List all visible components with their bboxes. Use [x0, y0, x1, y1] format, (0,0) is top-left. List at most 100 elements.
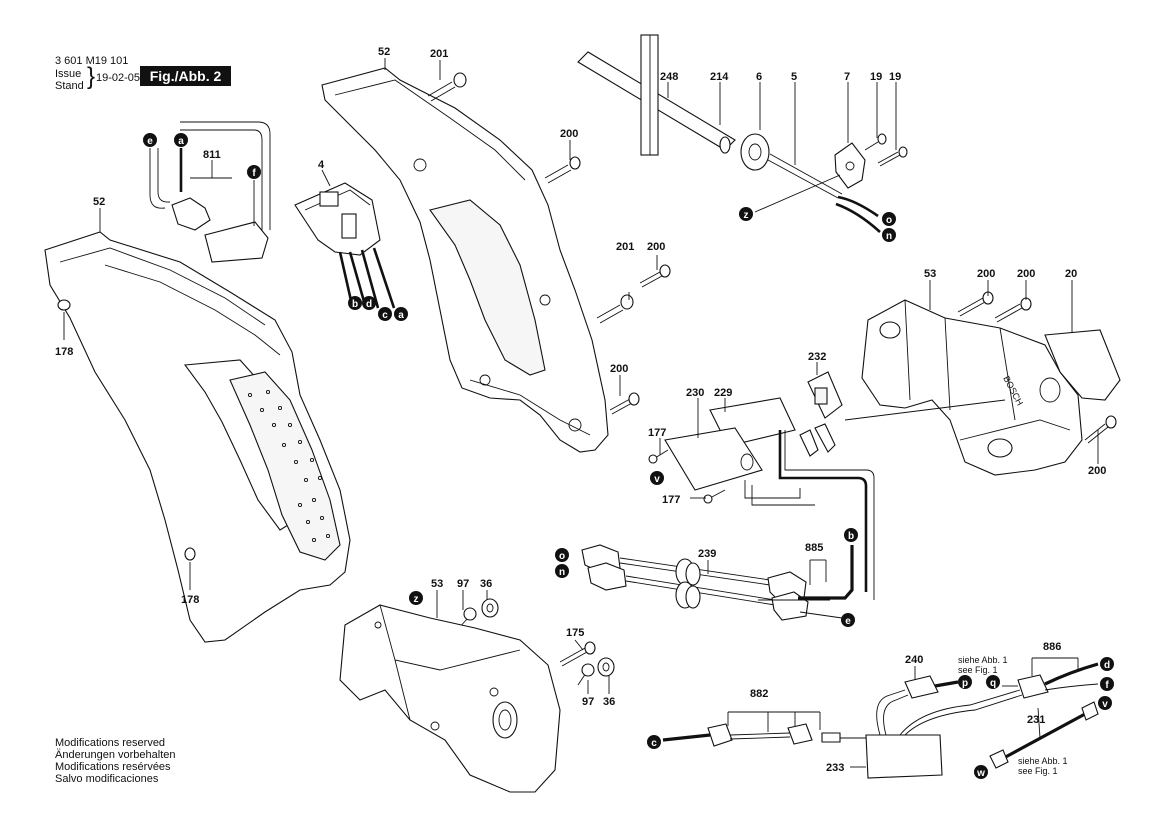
- svg-text:z: z: [414, 594, 419, 605]
- label-885: 885: [805, 542, 823, 554]
- svg-text:c: c: [382, 310, 388, 321]
- notice-line-es: Salvo modificaciones: [55, 773, 159, 785]
- marker-q-886: q: [986, 675, 1000, 689]
- screw-201-mid: [596, 294, 634, 324]
- label-5: 5: [791, 71, 797, 83]
- marker-e-harness: e: [841, 613, 855, 627]
- marker-f-switch: f: [247, 165, 261, 179]
- modifications-notice: Modifications reserved Änderungen vorbeh…: [55, 737, 175, 785]
- screw-19-a: [864, 133, 887, 151]
- svg-text:o: o: [886, 215, 892, 226]
- marker-c-882: c: [647, 735, 661, 749]
- motor-shell-lower-53: [339, 604, 561, 793]
- notice-line-fr: Modifications resérvées: [55, 761, 171, 773]
- cross-ref-1-en: see Fig. 1: [958, 665, 998, 675]
- svg-text:d: d: [366, 299, 372, 310]
- svg-text:q: q: [990, 678, 996, 689]
- label-201-top: 201: [430, 48, 448, 60]
- svg-text:a: a: [398, 310, 404, 321]
- screw-200-low: [609, 392, 640, 415]
- svg-text:n: n: [886, 231, 892, 242]
- svg-text:o: o: [559, 551, 565, 562]
- screw-19-b: [877, 146, 908, 167]
- marker-o-cord: o: [882, 212, 896, 226]
- label-229: 229: [714, 387, 732, 399]
- svg-text:z: z: [744, 210, 749, 221]
- marker-o-harness: o: [555, 548, 569, 562]
- screw-97-b: [577, 663, 595, 686]
- screw-200-top: [544, 156, 581, 184]
- label-240: 240: [905, 654, 923, 666]
- screw-200-motor-c: [1084, 415, 1117, 444]
- label-6: 6: [756, 71, 762, 83]
- svg-text:b: b: [848, 531, 854, 542]
- leader-lines: [63, 58, 1099, 768]
- cross-references: siehe Abb. 1 see Fig. 1 siehe Abb. 1 see…: [958, 655, 1068, 776]
- screw-201-top: [427, 72, 467, 102]
- issue-label: Issue: [55, 68, 82, 80]
- marker-d-886: d: [1100, 657, 1114, 671]
- svg-text:c: c: [651, 738, 657, 749]
- svg-text:b: b: [352, 299, 358, 310]
- motor-cover-20: [844, 329, 1121, 421]
- svg-text:n: n: [559, 567, 565, 578]
- label-4: 4: [318, 159, 325, 171]
- cord-5: [767, 153, 881, 233]
- cross-ref-2-de: siehe Abb. 1: [1018, 756, 1068, 766]
- nut-36-b: [597, 657, 615, 677]
- marker-v-231: v: [1098, 696, 1112, 710]
- label-233: 233: [826, 762, 844, 774]
- label-178-a: 178: [55, 346, 73, 358]
- label-97-b: 97: [582, 696, 594, 708]
- marker-a-module: a: [394, 307, 408, 321]
- marker-z-cord: z: [739, 207, 753, 221]
- marker-z-shell: z: [409, 591, 423, 605]
- label-53-top: 53: [924, 268, 936, 280]
- marker-v-brush: v: [650, 471, 664, 485]
- label-19-b: 19: [889, 71, 901, 83]
- cover-230: [664, 427, 763, 491]
- label-52-left: 52: [93, 196, 105, 208]
- label-52-top: 52: [378, 46, 390, 58]
- marker-p-240: p: [958, 675, 972, 689]
- label-36-a: 36: [480, 578, 492, 590]
- connector-240: [904, 675, 959, 699]
- switch-module-4: [294, 182, 396, 309]
- screw-175: [559, 641, 596, 667]
- suppressor-233: [840, 689, 1023, 779]
- svg-text:w: w: [976, 768, 985, 779]
- label-177-a: 177: [648, 427, 666, 439]
- document-number: 3 601 M19 101: [55, 55, 129, 67]
- cord-clamp-7: [834, 142, 866, 189]
- svg-text:f: f: [252, 168, 256, 179]
- cross-ref-2-en: see Fig. 1: [1018, 766, 1058, 776]
- screw-200-mid: [639, 264, 671, 288]
- label-232: 232: [808, 351, 826, 363]
- label-200-low: 200: [610, 363, 628, 375]
- svg-text:a: a: [178, 136, 184, 147]
- label-200-mid: 200: [647, 241, 665, 253]
- svg-text:p: p: [962, 678, 968, 689]
- label-178-b: 178: [181, 594, 199, 606]
- marker-f-886: f: [1100, 677, 1114, 691]
- marker-n-cord: n: [882, 228, 896, 242]
- label-7: 7: [844, 71, 850, 83]
- label-230: 230: [686, 387, 704, 399]
- label-20: 20: [1065, 268, 1077, 280]
- marker-w-231: w: [974, 765, 988, 779]
- label-19-a: 19: [870, 71, 882, 83]
- issue-brace: }: [87, 63, 96, 90]
- screw-177-a: [648, 449, 669, 464]
- grommet-6: [740, 133, 770, 171]
- label-886: 886: [1043, 641, 1061, 653]
- cord-248: [640, 34, 659, 156]
- label-200-motor-c: 200: [1088, 465, 1106, 477]
- harness-239-885: [581, 544, 854, 621]
- connector-886: [1002, 657, 1099, 699]
- label-882: 882: [750, 688, 768, 700]
- cable-882: [662, 711, 841, 747]
- label-177-b: 177: [662, 494, 680, 506]
- label-231: 231: [1027, 714, 1045, 726]
